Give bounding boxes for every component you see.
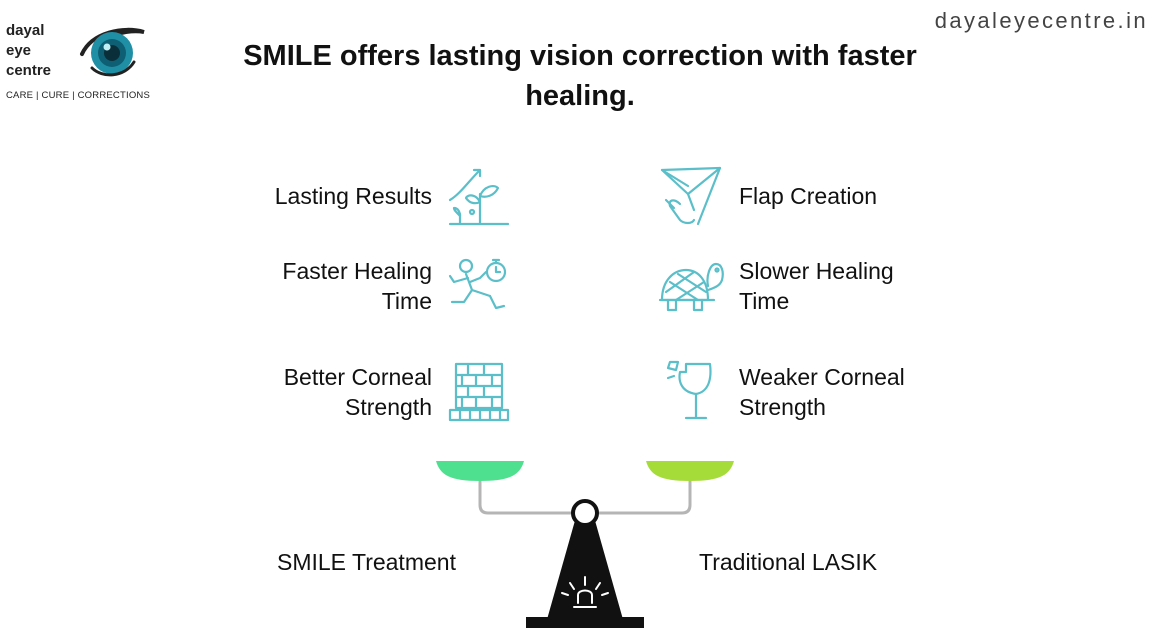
turtle-icon (658, 262, 724, 312)
smile-benefit-3: Better Corneal Strength (200, 362, 432, 422)
scale-pivot (571, 499, 599, 527)
smile-benefit-3-line1: Better Corneal (283, 364, 432, 390)
brand-word-1: dayal (6, 22, 45, 39)
lasik-drawback-2-line2: Time (739, 288, 790, 314)
smile-benefit-2-line2: Time (381, 288, 432, 314)
growing-plant-icon (448, 168, 510, 226)
lasik-drawback-2: Slower Healing Time (739, 256, 989, 316)
traditional-lasik-label: Traditional LASIK (699, 549, 878, 575)
smile-treatment-label: SMILE Treatment (277, 549, 456, 575)
website-url: dayaleyecentre.in (934, 8, 1148, 33)
brand-tagline: CARE | CURE | CORRECTIONS (6, 90, 151, 101)
scale-base (526, 617, 644, 628)
light-bulb-icon (561, 576, 609, 608)
broken-glass-icon (666, 360, 712, 420)
eye-logo-icon (80, 27, 145, 77)
running-stopwatch-icon (448, 258, 507, 310)
brand-word-2: eye (6, 42, 32, 59)
lasik-drawback-1: Flap Creation (739, 181, 989, 211)
smile-scale-pan (436, 461, 524, 481)
brand-logo: dayal eye centre CARE | CURE | CORRECTIO… (6, 22, 156, 107)
smile-benefit-1: Lasting Results (200, 181, 432, 211)
balance-scale (436, 461, 734, 628)
lasik-scale-pan (646, 461, 734, 481)
scale-fulcrum (546, 517, 624, 623)
smile-benefit-3-line2: Strength (345, 394, 432, 420)
smile-benefit-2: Faster Healing Time (200, 256, 432, 316)
brick-wall-icon (448, 362, 510, 422)
lasik-drawback-2-line1: Slower Healing (739, 258, 894, 284)
brand-word-3: centre (6, 62, 52, 79)
lasik-drawback-1-line1: Flap Creation (739, 183, 878, 209)
lasik-drawback-3-line1: Weaker Corneal (739, 364, 905, 390)
smile-benefit-1-line1: Lasting Results (274, 183, 432, 209)
lasik-drawback-3-line2: Strength (739, 394, 826, 420)
page-title: SMILE offers lasting vision correction w… (243, 40, 917, 112)
lasik-drawback-3: Weaker Corneal Strength (739, 362, 989, 422)
smile-benefit-2-line1: Faster Healing (282, 258, 432, 284)
paper-plane-hand-icon (660, 166, 722, 226)
